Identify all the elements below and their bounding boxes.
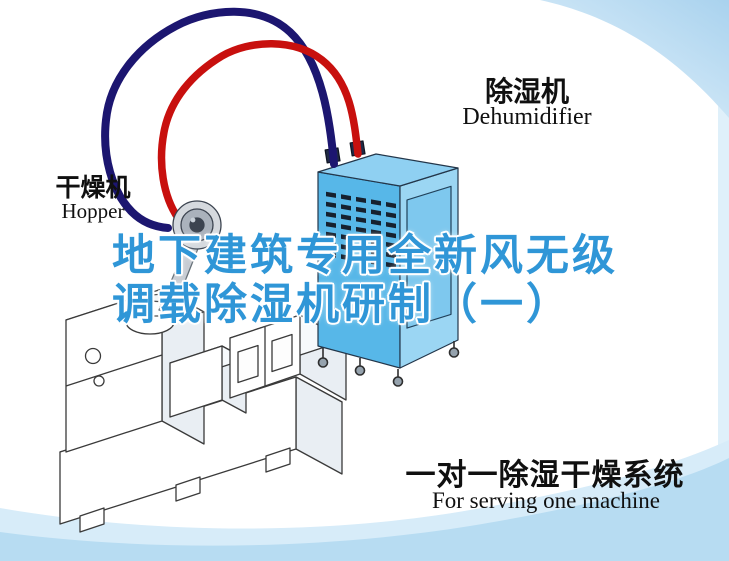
- system-caption-en: For serving one machine: [431, 488, 661, 513]
- dehumidifier-casters: [317, 341, 460, 387]
- navy-pipe: [101, 7, 338, 232]
- hopper-machine: [172, 200, 222, 250]
- hopper-label-cn: 干燥机: [55, 174, 131, 202]
- dehumidifier-machine: [317, 140, 460, 387]
- bottom-wave-deep: [0, 458, 729, 561]
- extruder-gauges: [84, 347, 105, 387]
- dehumidifier-label-en: Dehumidifier: [462, 104, 592, 130]
- extruder-feet: [79, 447, 291, 533]
- page-title: 地下建筑专用全新风无级 调载除湿机研制（一）: [112, 232, 618, 330]
- hopper-label-en: Hopper: [61, 199, 125, 223]
- right-edge-band: [718, 0, 729, 561]
- system-caption-cn: 一对一除湿干燥系统: [405, 459, 685, 492]
- extruder-machine: [59, 245, 347, 533]
- dehumidifier-vents: [326, 191, 396, 269]
- extruder-mid-box: [169, 345, 247, 418]
- dehumidifier-door: [406, 185, 452, 329]
- dehumidifier-top-face: [317, 153, 459, 187]
- top-right-corner-wave: [540, 0, 729, 118]
- dehumidifier-label-cn: 除湿机: [484, 76, 569, 107]
- page-title-line2: 调载除湿机研制（一）: [112, 281, 572, 329]
- page-title-line1: 地下建筑专用全新风无级: [112, 232, 618, 280]
- hopper-hub-highlight: [190, 217, 196, 223]
